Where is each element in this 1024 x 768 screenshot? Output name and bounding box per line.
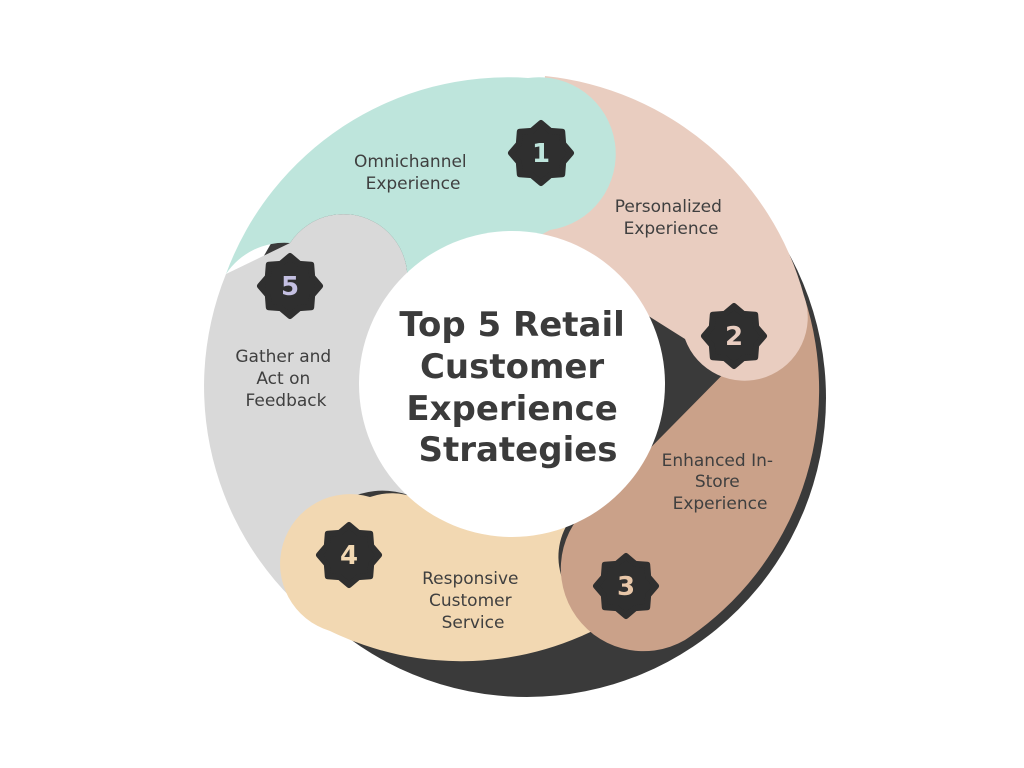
segment-5-label: Gather and Act on Feedback [235,347,336,411]
center-title: Top 5 Retail Customer Experience Strateg… [399,305,636,470]
segment-3-label: Enhanced In- Store Experience [662,451,779,514]
number-badges: 1 2 3 4 5 [257,120,767,619]
segment-4-label: Responsive Customer Service [422,569,524,633]
center-title-line-4: Strategies [418,430,617,470]
badge-5: 5 [257,253,323,319]
badge-4-number: 4 [340,541,358,571]
badge-3: 3 [593,553,659,619]
badge-1-number: 1 [532,139,550,169]
segment-2-label: Personalized Experience [615,197,728,239]
badge-2-number: 2 [725,322,743,352]
badge-1-star-icon [508,120,574,186]
segment-1-label: Omnichannel Experience [354,152,472,194]
badge-3-star-icon [593,553,659,619]
badge-2-star-icon [701,303,767,369]
badge-2: 2 [701,303,767,369]
badge-5-star-icon [257,253,323,319]
center-circle [359,231,665,537]
segment-5 [204,214,416,631]
segment-5-shape [204,214,416,631]
badge-4: 4 [316,522,382,588]
badge-4-star-icon [316,522,382,588]
center-title-line-1: Top 5 Retail [399,305,624,345]
center-title-line-3: Experience [406,389,617,429]
badge-1: 1 [508,120,574,186]
badge-5-number: 5 [281,272,299,302]
center-title-line-2: Customer [420,347,604,387]
badge-3-number: 3 [617,572,635,602]
